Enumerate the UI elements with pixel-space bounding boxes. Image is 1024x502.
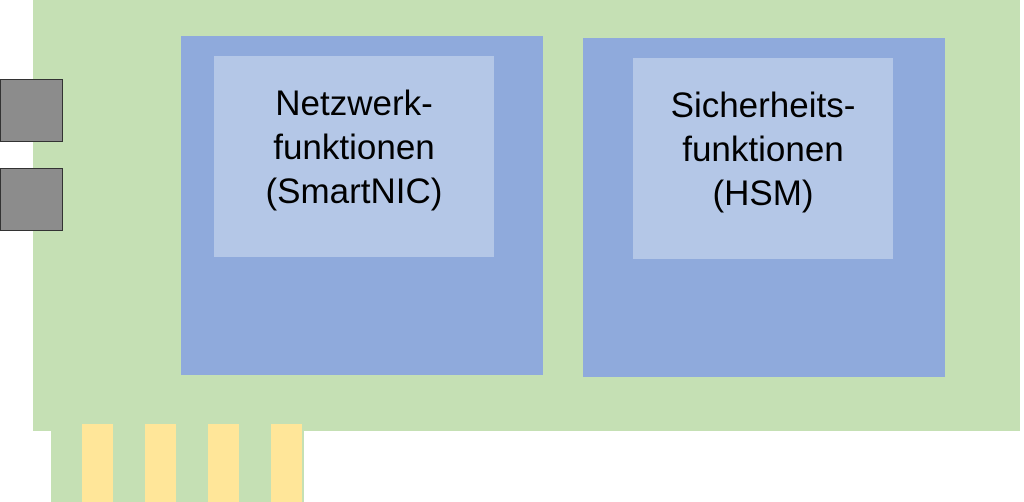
security-functions-box: Sicherheits- funktionen (HSM) (633, 58, 893, 259)
hsm-chip: Sicherheits- funktionen (HSM) (583, 38, 945, 377)
connector-contact (271, 424, 302, 502)
security-functions-line-1: Sicherheits- (670, 86, 856, 125)
security-functions-line-3: (HSM) (712, 174, 814, 213)
connector-contact (208, 424, 239, 502)
network-functions-line-3: (SmartNIC) (265, 172, 443, 211)
connector-contact (82, 424, 113, 502)
network-port (0, 79, 63, 142)
security-functions-line-2: funktionen (682, 130, 844, 169)
network-functions-line-1: Netzwerk- (275, 84, 433, 123)
smartnic-chip: Netzwerk- funktionen (SmartNIC) (181, 36, 543, 375)
connector-contact (145, 424, 176, 502)
network-functions-box: Netzwerk- funktionen (SmartNIC) (214, 56, 494, 257)
network-port (0, 168, 63, 231)
network-functions-line-2: funktionen (273, 128, 435, 167)
